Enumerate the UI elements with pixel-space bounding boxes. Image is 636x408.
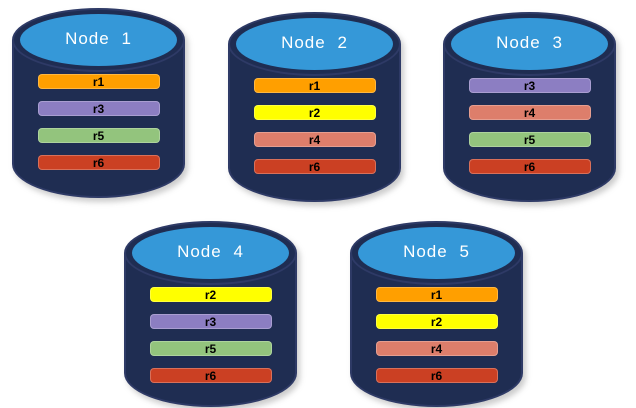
- database-node-5: Node 5 r1 r2 r4 r6: [350, 221, 523, 407]
- node-label: Node 4: [177, 242, 244, 261]
- cylinder-top: Node 1: [18, 12, 179, 68]
- node-label: Node 1: [65, 29, 132, 48]
- replica-bar: r3: [149, 314, 272, 329]
- replica-bar: r1: [375, 287, 498, 302]
- cylinder-top: Node 3: [449, 16, 610, 72]
- cylinder-top: Node 5: [356, 225, 517, 281]
- replica-bar: r3: [468, 78, 591, 93]
- cylinder-top: Node 2: [234, 16, 395, 72]
- node-label: Node 2: [281, 33, 348, 52]
- replica-bar: r6: [37, 155, 160, 170]
- replica-list: r3 r4 r5 r6: [443, 78, 616, 174]
- database-node-4: Node 4 r2 r3 r5 r6: [124, 221, 297, 407]
- database-node-3: Node 3 r3 r4 r5 r6: [443, 12, 616, 202]
- replica-list: r1 r3 r5 r6: [12, 74, 185, 170]
- replica-list: r2 r3 r5 r6: [124, 287, 297, 383]
- database-node-1: Node 1 r1 r3 r5 r6: [12, 8, 185, 198]
- replica-bar: r4: [375, 341, 498, 356]
- replica-bar: r5: [149, 341, 272, 356]
- replica-bar: r1: [37, 74, 160, 89]
- replica-bar: r2: [149, 287, 272, 302]
- node-label: Node 5: [403, 242, 470, 261]
- node-label: Node 3: [496, 33, 563, 52]
- replica-bar: r5: [37, 128, 160, 143]
- cylinder-top: Node 4: [130, 225, 291, 281]
- replica-bar: r6: [375, 368, 498, 383]
- replica-bar: r3: [37, 101, 160, 116]
- replica-bar: r2: [253, 105, 376, 120]
- database-node-2: Node 2 r1 r2 r4 r6: [228, 12, 401, 202]
- replica-bar: r1: [253, 78, 376, 93]
- replica-bar: r5: [468, 132, 591, 147]
- replica-bar: r2: [375, 314, 498, 329]
- replica-bar: r4: [468, 105, 591, 120]
- replica-list: r1 r2 r4 r6: [228, 78, 401, 174]
- replica-bar: r6: [149, 368, 272, 383]
- replica-bar: r6: [468, 159, 591, 174]
- replica-list: r1 r2 r4 r6: [350, 287, 523, 383]
- replica-bar: r6: [253, 159, 376, 174]
- replica-bar: r4: [253, 132, 376, 147]
